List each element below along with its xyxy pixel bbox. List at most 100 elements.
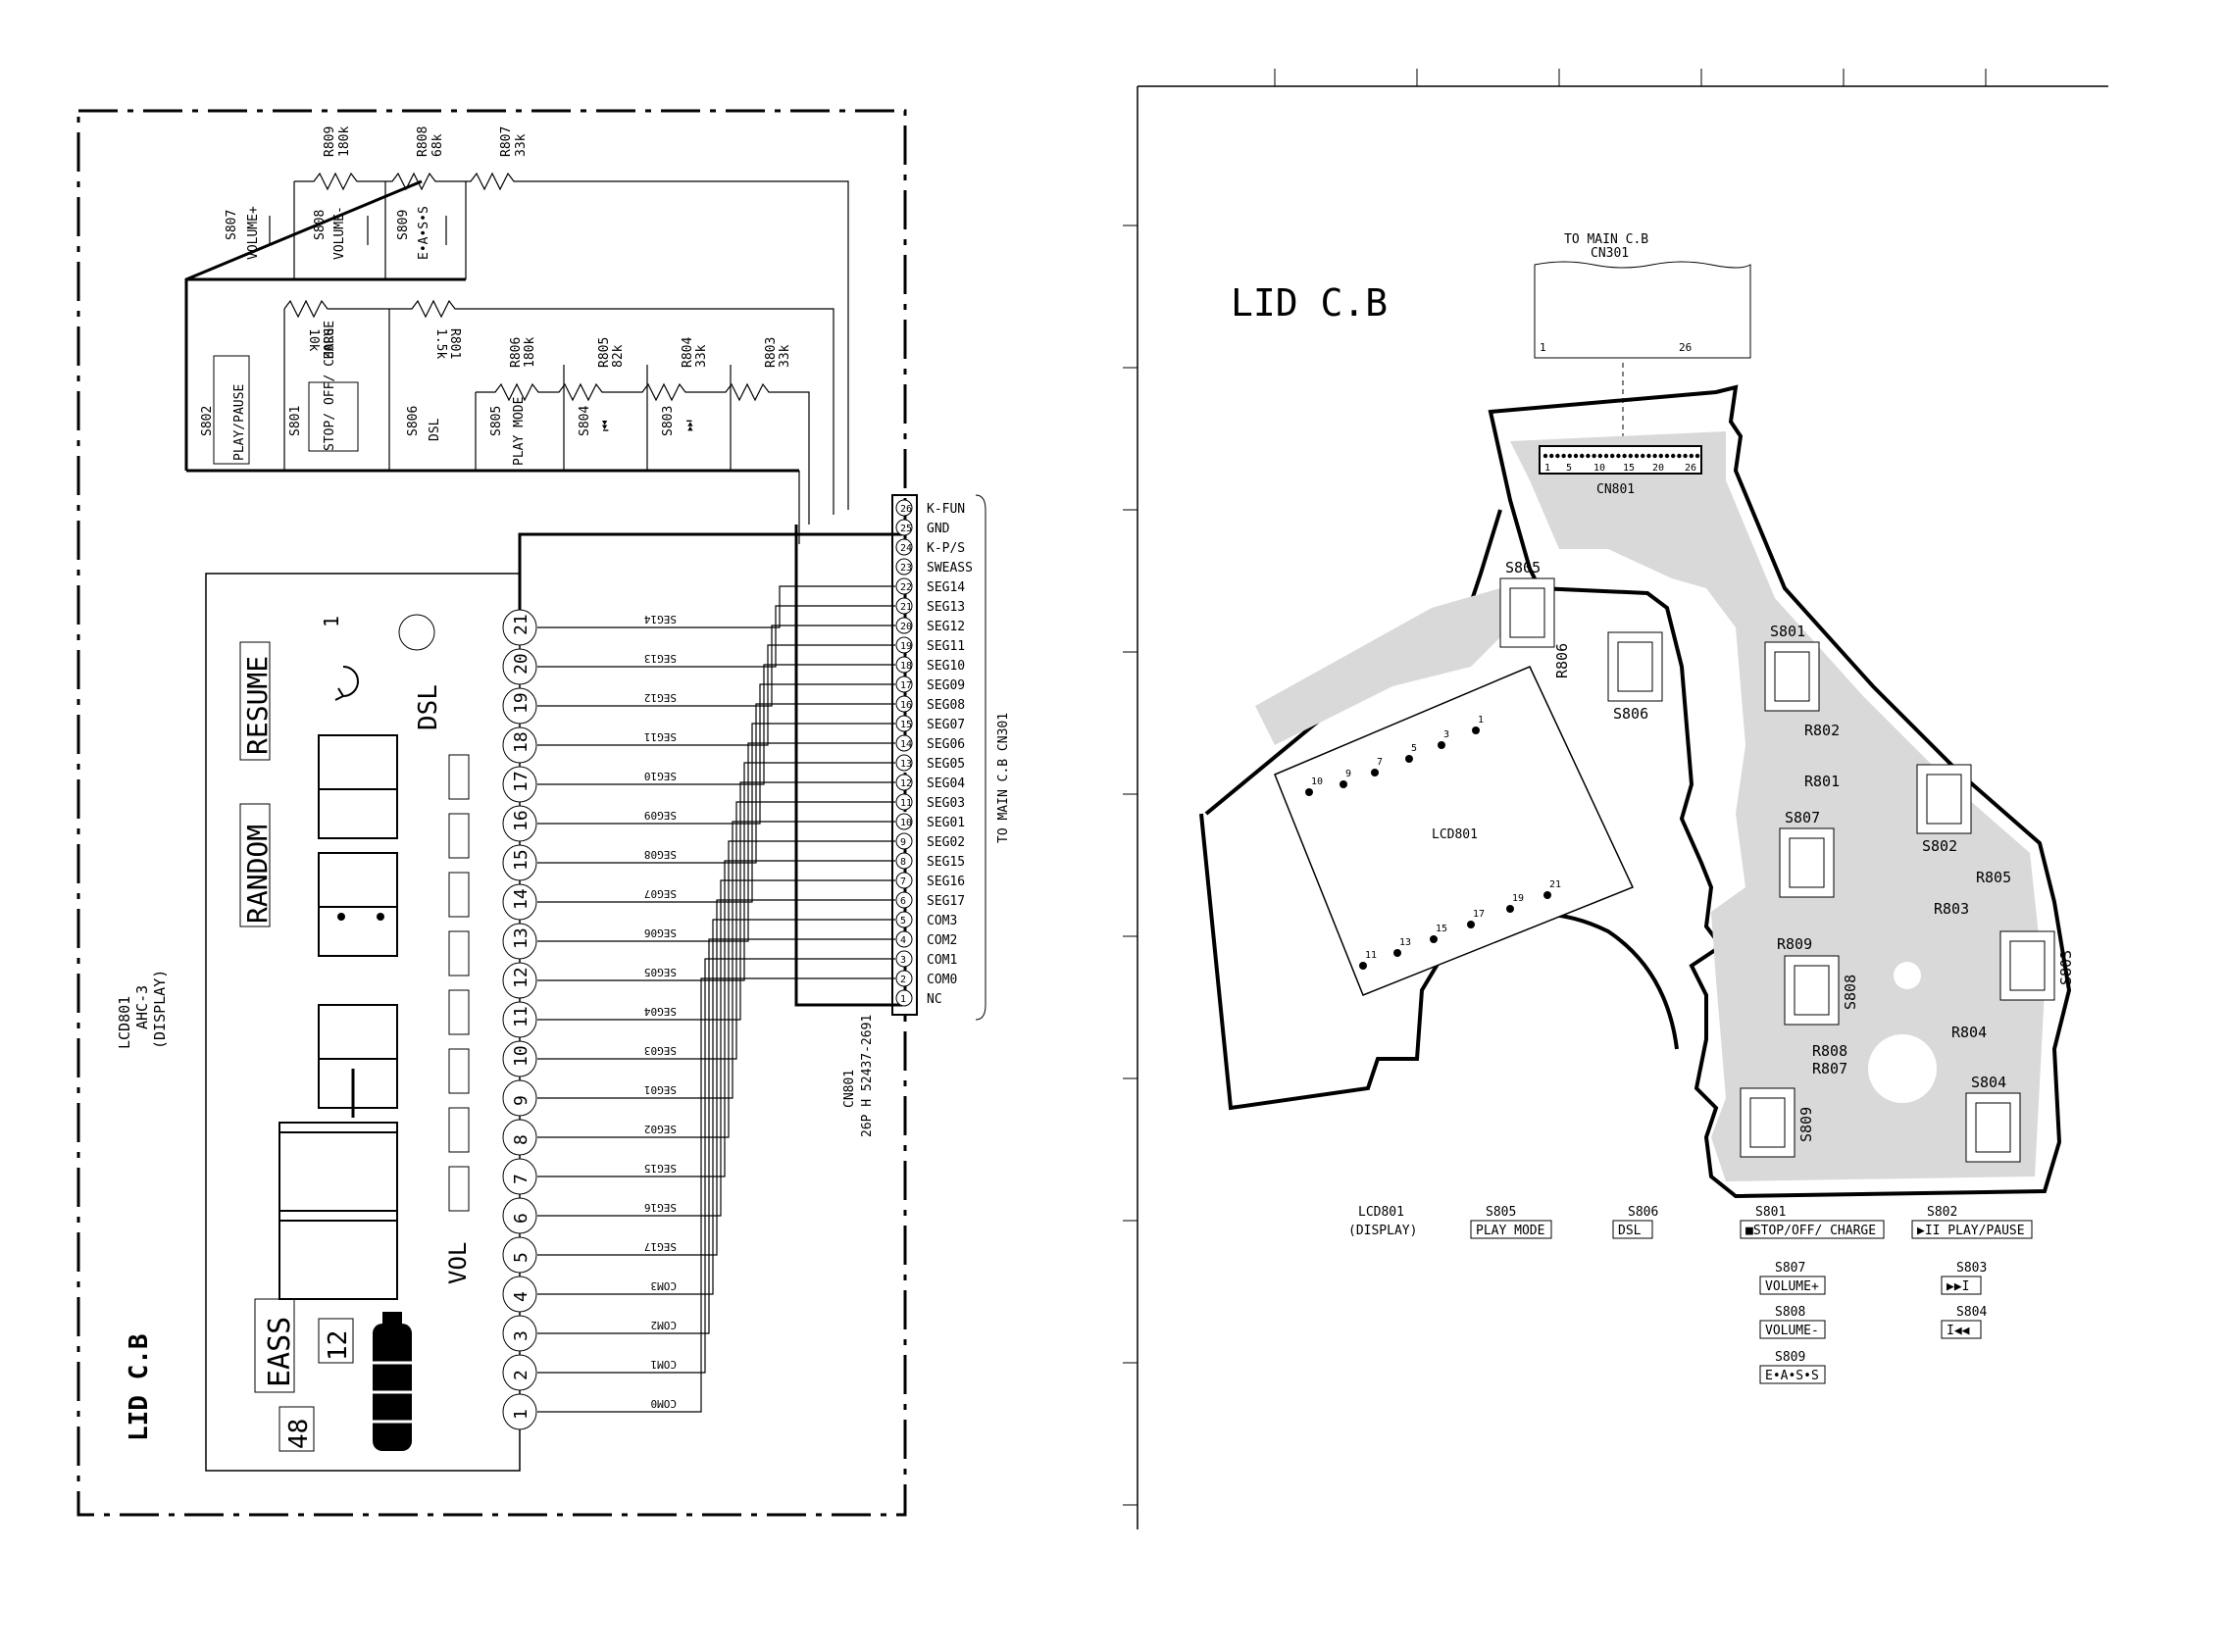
lcd-pin-10 bbox=[502, 1040, 537, 1077]
pcb-cn-pad bbox=[1603, 453, 1609, 459]
wire-signal-label: SEG14 bbox=[644, 613, 677, 626]
lcd-pin-num: 16 bbox=[511, 810, 531, 831]
resistor-r803: R803 bbox=[764, 337, 779, 368]
legend-ref: S807 bbox=[1775, 1261, 1805, 1276]
switch-group-mid: R802 10k R801 1.5k R806 180k R805 82k R8… bbox=[186, 299, 834, 544]
legend-label: ▶▶I bbox=[1947, 1279, 1969, 1294]
cn-pin-signal: SEG16 bbox=[927, 875, 965, 889]
legend-label: VOLUME- bbox=[1765, 1324, 1819, 1338]
pcb-resistor-r808: R808 bbox=[1812, 1042, 1847, 1060]
pcb-lcd-pin-num: 15 bbox=[1436, 924, 1447, 934]
lcd-part: AHC-3 bbox=[133, 985, 151, 1029]
switch-s803-label: ⏭ bbox=[683, 420, 697, 431]
pcb-resistor-r801: R801 bbox=[1804, 773, 1840, 790]
pcb-cn-pad bbox=[1683, 453, 1688, 459]
switch-s807: S807 bbox=[225, 210, 239, 240]
cn-pin-13 bbox=[895, 754, 913, 772]
pcb-lcd-pad bbox=[1340, 780, 1347, 788]
wire-signal-label: COM1 bbox=[651, 1358, 678, 1371]
lcd-pin-num: 3 bbox=[511, 1330, 531, 1341]
resistor-r802: R802 bbox=[320, 328, 334, 359]
switch-s807-label: VOLUME+ bbox=[246, 206, 261, 260]
cn-pin-num: 3 bbox=[900, 955, 906, 966]
cn-pin-num: 1 bbox=[900, 994, 906, 1005]
switch-s802: S802 bbox=[200, 406, 215, 436]
resistor-r804-value: 33k bbox=[694, 344, 709, 368]
legend-box bbox=[1911, 1220, 2033, 1239]
switch-s801-box bbox=[308, 381, 359, 452]
wire-signal-label: COM3 bbox=[651, 1279, 678, 1292]
pcb-cn-pad bbox=[1658, 453, 1664, 459]
signal-wire bbox=[537, 703, 895, 864]
switch-s801: S801 bbox=[288, 406, 303, 436]
pcb-switch-label: S805 bbox=[1505, 559, 1541, 576]
pcb-resistor-r809: R809 bbox=[1777, 935, 1812, 953]
wire-signal-label: SEG16 bbox=[644, 1201, 677, 1214]
lcd-pin-11 bbox=[502, 1001, 537, 1038]
pcb-switch-label: S809 bbox=[1797, 1107, 1815, 1142]
pcb-switch-inner bbox=[2009, 940, 2046, 991]
lcd-pin-num: 11 bbox=[511, 1006, 531, 1027]
signal-wire bbox=[537, 958, 895, 1374]
lcd-pin-num: 1 bbox=[511, 1409, 531, 1420]
pcb-lcd-pad bbox=[1430, 935, 1438, 943]
lcd-1: 1 bbox=[320, 616, 343, 627]
pcb-switch-s805 bbox=[1499, 577, 1555, 648]
wire-signal-label: SEG13 bbox=[644, 652, 677, 665]
cn301-label: CN301 bbox=[1591, 246, 1629, 261]
cn-pin-2 bbox=[895, 970, 913, 987]
cn-pin-11 bbox=[895, 793, 913, 811]
cn-pin-17 bbox=[895, 676, 913, 693]
signal-wire bbox=[537, 821, 895, 1099]
cn-pin-signal: K-FUN bbox=[927, 502, 965, 517]
switch-s809-label: E•A•S•S bbox=[417, 206, 431, 260]
legend-label: E•A•S•S bbox=[1765, 1369, 1819, 1383]
pcb-switch-label: S801 bbox=[1770, 623, 1805, 640]
cn-pin-num: 22 bbox=[900, 582, 912, 593]
cn-pin-num: 10 bbox=[900, 818, 912, 828]
signal-wire bbox=[537, 977, 895, 1413]
wire-signal-label: SEG01 bbox=[644, 1083, 677, 1096]
resume-arrow-icon bbox=[334, 666, 359, 701]
legend-ref: S802 bbox=[1927, 1205, 1957, 1220]
pcb-switch-s803 bbox=[1999, 930, 2055, 1001]
legend-box bbox=[1470, 1220, 1552, 1239]
legend-box bbox=[1941, 1276, 1982, 1295]
cn-pin-num: 20 bbox=[900, 622, 912, 632]
colon-dot-icon bbox=[337, 913, 345, 921]
pcb-resistor-r804: R804 bbox=[1951, 1024, 1987, 1041]
cn-pin-8 bbox=[895, 852, 913, 870]
resistor-r801: R801 bbox=[447, 328, 462, 359]
pcb-lcd-pin-num: 21 bbox=[1549, 879, 1561, 890]
cn-pin-signal: GND bbox=[927, 522, 950, 536]
cn-pin-num: 11 bbox=[900, 798, 912, 809]
signal-wire bbox=[537, 742, 895, 942]
pcb-cn-pad bbox=[1634, 453, 1640, 459]
pcb-switch-s802 bbox=[1916, 764, 1972, 834]
signal-wire bbox=[537, 840, 895, 1138]
colon-dot-icon-2 bbox=[377, 913, 384, 921]
cable-outline bbox=[1534, 261, 1751, 359]
cn-pin-signal: SEG04 bbox=[927, 776, 965, 791]
cn-pin-signal: SEG08 bbox=[927, 698, 965, 713]
cn-pin-10 bbox=[895, 813, 913, 830]
lcd-pin-2 bbox=[502, 1354, 537, 1391]
lcd-resume: RESUME bbox=[241, 656, 274, 755]
cn-pin-num: 19 bbox=[900, 641, 912, 652]
pcb-cn-mark: 15 bbox=[1623, 463, 1635, 474]
pcb-switch-inner bbox=[1617, 641, 1653, 692]
pcb-lcd-pin-num: 1 bbox=[1478, 715, 1484, 726]
signal-wire bbox=[537, 919, 895, 1295]
switch-s806: S806 bbox=[406, 406, 421, 436]
cn-pin-signal: COM3 bbox=[927, 914, 957, 928]
lcd-pin-num: 9 bbox=[511, 1095, 531, 1106]
switch-s808: S808 bbox=[313, 210, 328, 240]
pcb-cn-pad bbox=[1652, 453, 1657, 459]
cn-pin-9 bbox=[895, 832, 913, 850]
pcb-cn-pad bbox=[1592, 453, 1596, 459]
cn-pin-signal: NC bbox=[927, 992, 942, 1007]
dsl-circle-icon bbox=[398, 614, 435, 651]
pcb-lcd-pad bbox=[1506, 905, 1514, 913]
